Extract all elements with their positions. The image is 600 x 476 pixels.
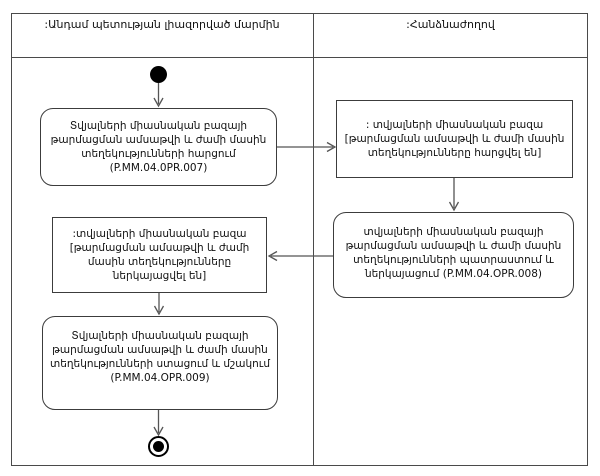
activity-node-prepare-submit-label: տվյալների միասնական բազայի թարմացման ամս… — [345, 226, 562, 280]
object-node-submitted-label: :տվյալների միասնական բազա [թարմացման ամս… — [69, 228, 250, 282]
activity-node-prepare-submit[interactable]: տվյալների միասնական բազայի թարմացման ամս… — [333, 212, 574, 298]
object-node-submitted[interactable]: :տվյալների միասնական բազա [թարմացման ամս… — [52, 217, 267, 293]
activity-node-receive-process[interactable]: Տվյալների միասնական բազայի թարմացման ամս… — [42, 316, 278, 410]
swimlane-header-divider — [11, 57, 588, 58]
object-node-requested-label: : տվյալների միասնական բազա [թարմացման ամ… — [344, 119, 565, 159]
activity-node-request-label: Տվյալների միասնական բազայի թարմացման ամս… — [50, 120, 267, 174]
activity-node-request[interactable]: Տվյալների միասնական բազայի թարմացման ամս… — [40, 108, 277, 186]
object-node-requested[interactable]: : տվյալների միասնական բազա [թարմացման ամ… — [336, 100, 573, 178]
swimlane-header-right: :Հանձնաժողով — [406, 18, 495, 31]
initial-node — [150, 66, 167, 83]
swimlane-vertical-divider — [313, 13, 314, 466]
activity-node-receive-process-label: Տվյալների միասնական բազայի թարմացման ամս… — [50, 330, 270, 384]
swimlane-header-left: :Անդամ պետության լիազորված մարմին — [44, 18, 280, 31]
final-node — [148, 436, 169, 457]
